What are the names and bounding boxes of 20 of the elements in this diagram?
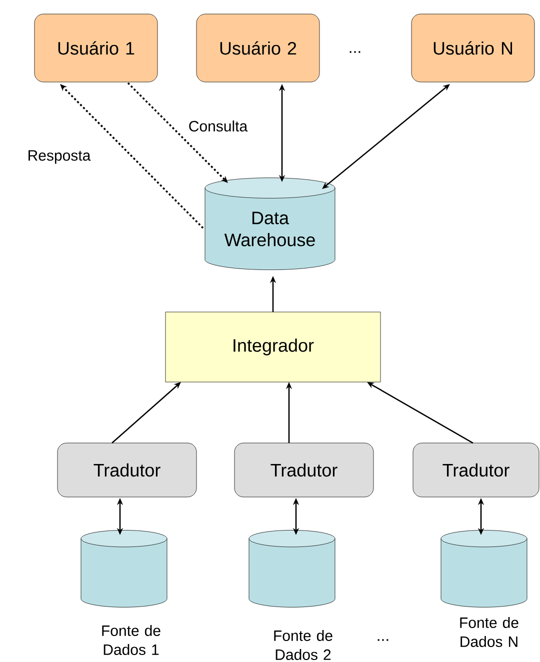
user-box: Usuário 2 [196, 14, 320, 82]
arrow [60, 84, 204, 229]
node-caption: Fonte de Dados 1 [102, 625, 160, 655]
database-cylinder [80, 530, 168, 608]
user-box: Usuário 1 [34, 14, 158, 82]
database-cylinder: Data Warehouse [204, 178, 336, 270]
ellipsis: ... [350, 51, 360, 53]
node-caption: Fonte de Dados N [460, 617, 518, 647]
node-caption: Fonte de Dados 2 [274, 630, 332, 660]
edge-label: Consulta [187, 120, 249, 133]
arrow [127, 82, 228, 183]
ellipsis: ... [378, 639, 388, 641]
integrator-box: Integrador [165, 312, 381, 382]
edge-label: Resposta [26, 149, 92, 165]
translator-box: Tradutor [412, 442, 540, 498]
user-box: Usuário N [411, 14, 535, 82]
database-cylinder [440, 530, 528, 608]
database-cylinder [248, 530, 336, 608]
translator-box: Tradutor [57, 442, 197, 498]
translator-box: Tradutor [234, 442, 374, 498]
